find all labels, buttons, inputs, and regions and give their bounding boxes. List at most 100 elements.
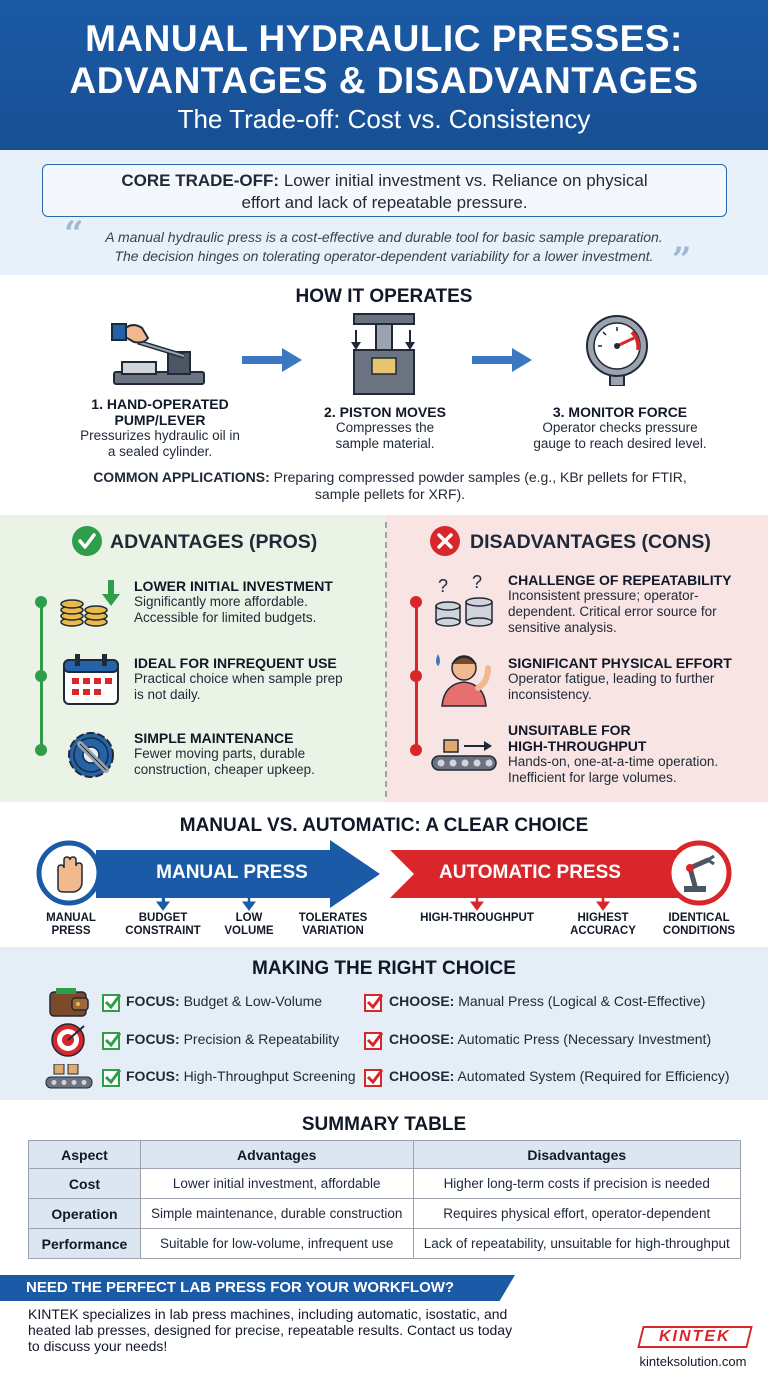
table-cell: Requires physical effort, operator-depen… [412, 1198, 741, 1229]
cons-item-3-title-1: UNSUITABLE FOR [508, 722, 631, 738]
core-tradeoff-box: CORE TRADE-OFF: Lower initial investment… [42, 164, 727, 217]
footer-line3: to discuss your needs! [28, 1338, 168, 1354]
manual-press-label: MANUAL PRESS [156, 862, 308, 883]
pros-item-2-title: IDEAL FOR INFREQUENT USE [134, 655, 337, 671]
footer-line1: KINTEK specializes in lab press machines… [28, 1306, 508, 1322]
cons-item-2-desc-1: Operator fatigue, leading to further [508, 671, 715, 686]
pros-cons-divider [385, 522, 387, 797]
arrow-right-icon [472, 348, 532, 372]
pros-item-2-desc-2: is not daily. [134, 687, 201, 702]
cons-item-1: CHALLENGE OF REPEATABILITY Inconsistent … [508, 572, 763, 636]
table-cell: Cost [28, 1168, 141, 1199]
cons-panel [386, 515, 768, 802]
table-cell: Higher long-term costs if precision is n… [412, 1168, 741, 1199]
cons-item-3: UNSUITABLE FOR HIGH-THROUGHPUT Hands-on,… [508, 722, 763, 786]
tired-operator-icon [436, 654, 491, 707]
page-title-line1: MANUAL HYDRAULIC PRESSES: [85, 18, 683, 59]
choice-choose-3: CHOOSE: Automated System (Required for E… [389, 1068, 730, 1084]
step-3-desc-2: gauge to reach desired level. [533, 436, 707, 451]
page-subtitle: The Trade-off: Cost vs. Consistency [177, 104, 591, 134]
green-check-icon [102, 994, 122, 1012]
cons-item-1-desc-1: Inconsistent pressure; operator- [508, 588, 699, 603]
mva-label-2-l1: LOW [235, 912, 263, 924]
mva-label-5-l2: ACCURACY [570, 925, 636, 937]
summary-title: SUMMARY TABLE [301, 1114, 467, 1135]
choice-focus-2: FOCUS: Precision & Repeatability [126, 1031, 339, 1047]
conveyor-icon [431, 739, 497, 771]
pros-item-3-title: SIMPLE MAINTENANCE [134, 730, 294, 746]
cons-item-3-desc-1: Hands-on, one-at-a-time operation. [508, 754, 719, 769]
cons-item-1-desc-2: dependent. Critical error source for [508, 604, 717, 619]
website-link[interactable]: kinteksolution.com [639, 1354, 747, 1369]
table-header-row: Aspect Advantages Disadvantages [28, 1140, 741, 1169]
timeline-dot [35, 596, 47, 608]
timeline-dot [410, 744, 422, 756]
pros-title: ADVANTAGES (PROS) [110, 531, 318, 553]
mva-label-2-l2: VOLUME [224, 925, 274, 937]
choice-section [0, 947, 768, 1100]
table-header: Disadvantages [412, 1140, 741, 1169]
table-cell: Performance [28, 1228, 141, 1259]
mva-label-4-l1: HIGH-THROUGHPUT [420, 912, 534, 924]
choose-label: CHOOSE: [389, 1068, 455, 1084]
table-header: Aspect [28, 1140, 141, 1169]
svg-text:?: ? [472, 572, 482, 592]
pros-item-1-title: LOWER INITIAL INVESTMENT [134, 578, 333, 594]
mva-label-0-l1: MANUAL [46, 912, 96, 924]
manual-hand-icon [36, 840, 102, 906]
step-3-desc-1: Operator checks pressure [542, 420, 698, 435]
cons-title: DISADVANTAGES (CONS) [470, 531, 711, 553]
table-cell: Lack of repeatability, unsuitable for hi… [412, 1228, 741, 1259]
mva-label-6-l1: IDENTICAL [668, 912, 730, 924]
core-quote: A manual hydraulic press is a cost-effec… [64, 228, 704, 266]
table-cell: Simple maintenance, durable construction [139, 1198, 414, 1229]
mva-label-1-l2: CONSTRAINT [125, 925, 201, 937]
pros-item-2: IDEAL FOR INFREQUENT USE Practical choic… [134, 655, 379, 703]
pressure-gauge-icon [586, 315, 648, 386]
hand-lever-icon [111, 323, 205, 385]
common-applications: COMMON APPLICATIONS: Preparing compresse… [60, 469, 720, 503]
step-3: 3. MONITOR FORCE Operator checks pressur… [510, 404, 730, 452]
piston-icon [351, 313, 415, 395]
step-1-desc-1: Pressurizes hydraulic oil in [80, 428, 240, 443]
target-icon [51, 1023, 85, 1057]
step-1-title-2: PUMP/LEVER [114, 412, 206, 428]
step-1-desc-2: a sealed cylinder. [107, 444, 213, 459]
pros-item-3-desc-2: construction, cheaper upkeep. [134, 762, 315, 777]
cons-item-3-title-2: HIGH-THROUGHPUT [508, 738, 647, 754]
apps-line2: sample pellets for XRF). [314, 486, 466, 502]
step-3-title: 3. MONITOR FORCE [552, 404, 688, 420]
mva-label-throughput: HIGH-THROUGHPUT [414, 912, 540, 925]
core-line2: effort and lack of repeatable pressure. [241, 193, 528, 212]
apps-line1: Preparing compressed powder samples (e.g… [273, 469, 687, 485]
timeline-dot [35, 744, 47, 756]
choose-label: CHOOSE: [389, 993, 455, 1009]
mva-label-3-l1: TOLERATES [298, 912, 368, 924]
quote-line2: The decision hinges on tolerating operat… [114, 248, 654, 264]
timeline-dot [410, 670, 422, 682]
choose-value: Automated System (Required for Efficienc… [457, 1068, 730, 1084]
header-banner: MANUAL HYDRAULIC PRESSES: ADVANTAGES & D… [0, 0, 768, 150]
mva-label-6-l2: CONDITIONS [662, 925, 736, 937]
cons-item-3-desc-2: Inefficient for large volumes. [508, 770, 677, 785]
table-cell: Operation [28, 1198, 141, 1229]
table-header: Advantages [139, 1140, 414, 1169]
page-title-line2: ADVANTAGES & DISADVANTAGES [69, 60, 699, 101]
apps-label: COMMON APPLICATIONS: [93, 469, 270, 485]
cons-item-1-desc-3: sensitive analysis. [508, 620, 617, 635]
choice-choose-2: CHOOSE: Automatic Press (Necessary Inves… [389, 1031, 711, 1047]
step-1: 1. HAND-OPERATED PUMP/LEVER Pressurizes … [60, 396, 260, 460]
red-check-icon [364, 1032, 384, 1050]
focus-label: FOCUS: [126, 1068, 180, 1084]
step-2: 2. PISTON MOVES Compresses the sample ma… [290, 404, 480, 452]
kintek-logo-text: KINTEK [659, 1328, 731, 1345]
choice-focus-3: FOCUS: High-Throughput Screening [126, 1068, 356, 1084]
table-row: Performance Suitable for low-volume, inf… [28, 1228, 741, 1259]
choose-value: Automatic Press (Necessary Investment) [457, 1031, 712, 1047]
check-circle-icon [72, 526, 102, 556]
pros-item-3-desc-1: Fewer moving parts, durable [134, 746, 306, 761]
pros-item-1-desc-1: Significantly more affordable. [134, 594, 308, 609]
gear-wrench-icon [68, 732, 114, 778]
